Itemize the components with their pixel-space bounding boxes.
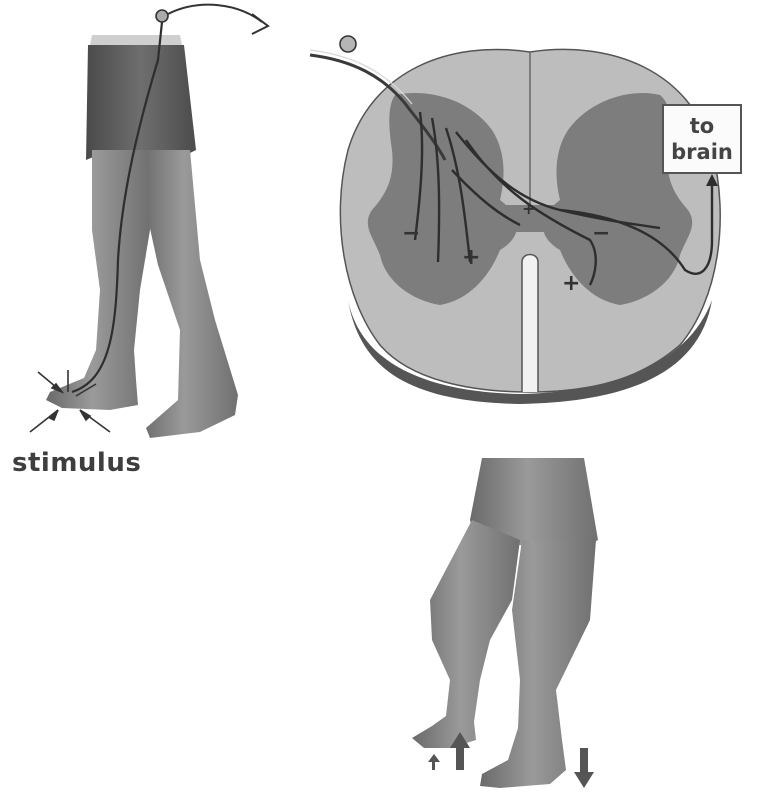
marker-plus-right: + (562, 271, 580, 296)
back-leg (140, 150, 238, 438)
to-brain-line2: brain (671, 139, 733, 165)
dorsal-root-ganglion (340, 36, 356, 52)
spinal-cord-section: − + + − + (310, 36, 720, 404)
response-legs-figure (412, 458, 598, 788)
small-arrow-up (428, 754, 440, 770)
ventral-median-fissure (522, 255, 538, 393)
signal-arrow-head (252, 14, 268, 34)
marker-plus-left: + (462, 245, 480, 270)
marker-plus-center: + (522, 199, 535, 218)
signal-arrow (168, 5, 262, 22)
sensory-ganglion-top (156, 10, 168, 22)
lifted-leg (412, 520, 520, 748)
stimulus-label: stimulus (12, 448, 141, 478)
marker-minus-right: − (592, 221, 610, 246)
waist-band (90, 35, 182, 45)
left-legs-figure (30, 5, 268, 438)
marker-minus-left: − (402, 221, 420, 246)
extensor-arrow-down (574, 748, 594, 788)
to-brain-line1: to (690, 113, 714, 139)
shorts (86, 45, 196, 160)
to-brain-label-box: to brain (662, 104, 742, 174)
